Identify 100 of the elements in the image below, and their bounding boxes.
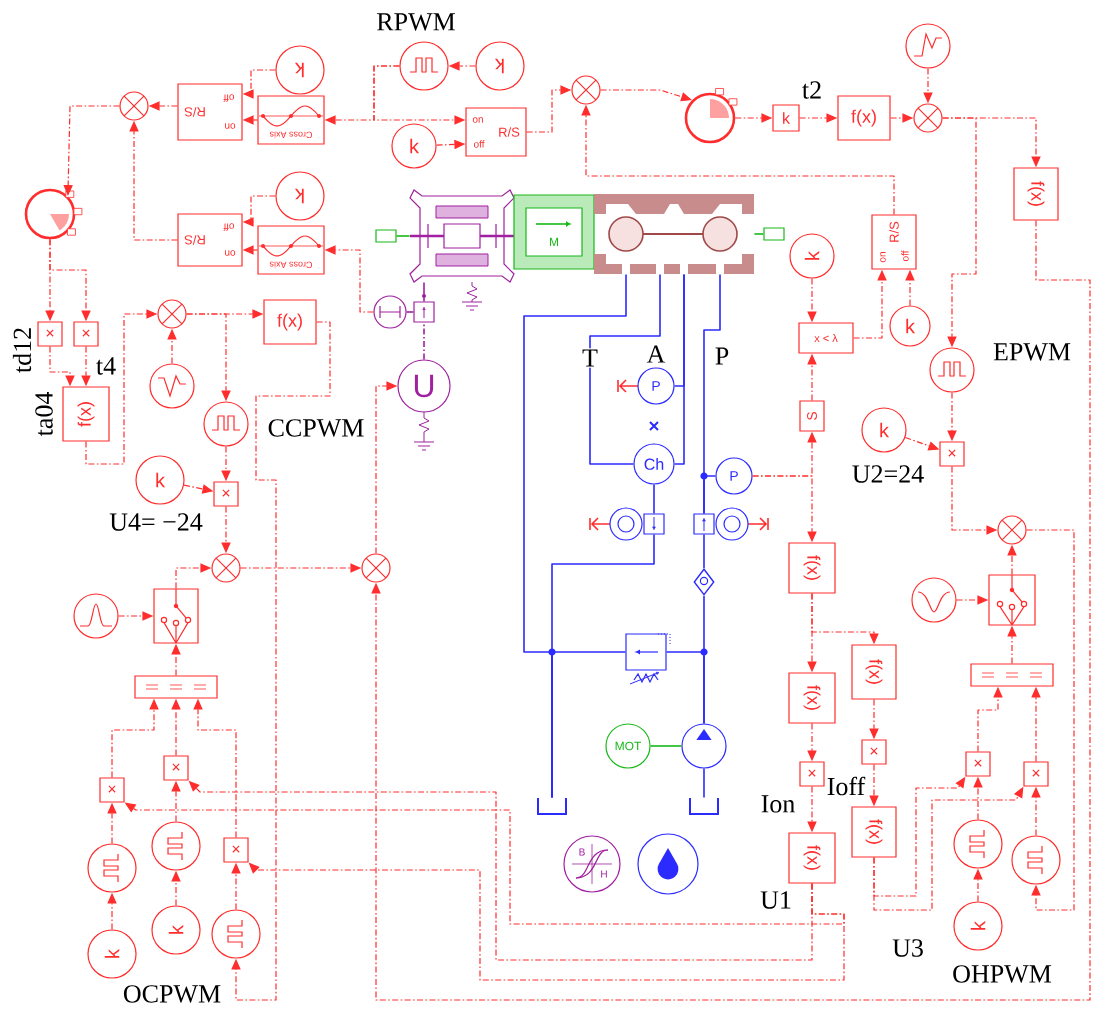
summing-junction	[913, 103, 943, 133]
relief-valve	[625, 633, 671, 685]
variable-label: U3	[892, 939, 923, 957]
gain-block: k	[772, 104, 800, 132]
constant-block: k	[275, 45, 325, 95]
connector-line	[405, 311, 415, 313]
constant-block: k	[861, 407, 907, 453]
function-block: f(x)	[788, 542, 836, 594]
constant-block: k	[953, 901, 1003, 951]
variable-label: Ion	[761, 795, 795, 813]
signal-source	[905, 23, 951, 69]
port-label: P	[715, 347, 729, 365]
sensor-box	[693, 513, 715, 535]
port-label: A	[646, 345, 666, 363]
rotary-symbol	[24, 188, 83, 240]
mux-bar	[970, 663, 1054, 687]
spool-valve	[594, 194, 754, 274]
connector-line	[673, 273, 685, 387]
function-block: f(x)	[1013, 167, 1059, 221]
summing-junction	[997, 515, 1027, 545]
voltage-source: U	[397, 359, 451, 413]
tank-symbol	[537, 797, 567, 815]
connector-line	[703, 767, 705, 799]
constant-block: k	[275, 171, 325, 221]
function-block: f(x)	[62, 386, 110, 442]
multiplier-block: ×	[223, 837, 249, 863]
connector-line	[551, 651, 627, 799]
check-valve	[693, 568, 715, 596]
connector-line	[703, 475, 717, 515]
function-block: f(x)	[788, 832, 836, 884]
function-block: f(x)	[851, 644, 897, 700]
multiplier-block: ×	[861, 739, 887, 765]
summing-junction	[361, 553, 391, 583]
port-box	[375, 229, 397, 243]
connector-line	[423, 281, 425, 303]
switch-block	[153, 588, 199, 644]
function-block: f(x)	[837, 95, 891, 141]
variable-label: ta04	[35, 392, 53, 437]
ammeter-symbol	[373, 295, 407, 329]
signal-source	[73, 593, 119, 639]
droplet-symbol	[637, 833, 699, 895]
multiplier-block: ×	[99, 777, 125, 803]
connector-line	[423, 321, 425, 361]
multiplier-block: ×	[939, 441, 965, 467]
pump-symbol	[681, 723, 727, 769]
multiplier-block: ×	[799, 761, 825, 787]
connector-line	[649, 745, 683, 747]
multiplier-block: ×	[965, 751, 991, 777]
group-label: RPWM	[377, 13, 455, 31]
edge-label: T	[580, 348, 600, 368]
sensor-box	[643, 513, 665, 535]
multiplier-block: ×	[37, 321, 63, 347]
variable-label: U1	[760, 891, 791, 909]
variable-label: td12	[12, 328, 32, 373]
variable-label: t4	[96, 357, 116, 375]
group-label: OCPWM	[123, 985, 221, 1003]
pulse-generator	[953, 819, 1003, 869]
value-label: U2=24	[852, 465, 924, 483]
connector-line	[703, 533, 705, 570]
switch-block	[988, 574, 1036, 626]
group-label: EPWM	[993, 343, 1071, 361]
connector-line	[653, 483, 655, 515]
pulse-generator	[203, 401, 249, 447]
multiplier-block: ×	[163, 755, 189, 781]
pulse-generator	[1011, 835, 1061, 885]
port-box	[763, 227, 785, 241]
pulse-generator	[929, 347, 975, 393]
function-block: f(x)	[851, 806, 897, 858]
connector-line	[395, 235, 411, 237]
pulse-generator	[151, 821, 201, 871]
group-label: CCPWM	[268, 419, 364, 437]
connector-line	[753, 233, 765, 235]
arrow	[371, 220, 1091, 1001]
function-block: f(x)	[788, 672, 836, 724]
arrow	[231, 321, 331, 1001]
connector-line	[589, 273, 661, 465]
pulse-generator	[399, 41, 449, 91]
multiplier-block: ×	[73, 321, 99, 347]
function-block: f(x)	[263, 299, 317, 345]
variable-label: Ioff	[827, 776, 866, 796]
group-label: OHPWM	[953, 965, 1052, 983]
multiplier-block: ×	[213, 481, 239, 507]
constant-block: k	[789, 233, 835, 279]
mux-bar	[134, 675, 218, 699]
multiplier-block: ×	[1023, 761, 1049, 787]
pulse-generator	[211, 909, 261, 959]
constant-block: k	[135, 455, 185, 505]
constant-block: k	[151, 905, 201, 955]
summing-junction	[157, 299, 187, 329]
rotary-symbol	[684, 88, 738, 144]
summing-junction	[211, 553, 241, 583]
tank-symbol	[689, 797, 719, 815]
constant-block: k	[391, 123, 437, 169]
solenoid-symbol	[408, 189, 516, 283]
signal-source	[911, 577, 957, 623]
arrow	[1026, 529, 1075, 911]
value-label: U4= −24	[109, 513, 203, 531]
constant-block: k	[889, 305, 931, 347]
constant-block: k	[475, 41, 525, 91]
connector-line	[703, 594, 705, 725]
